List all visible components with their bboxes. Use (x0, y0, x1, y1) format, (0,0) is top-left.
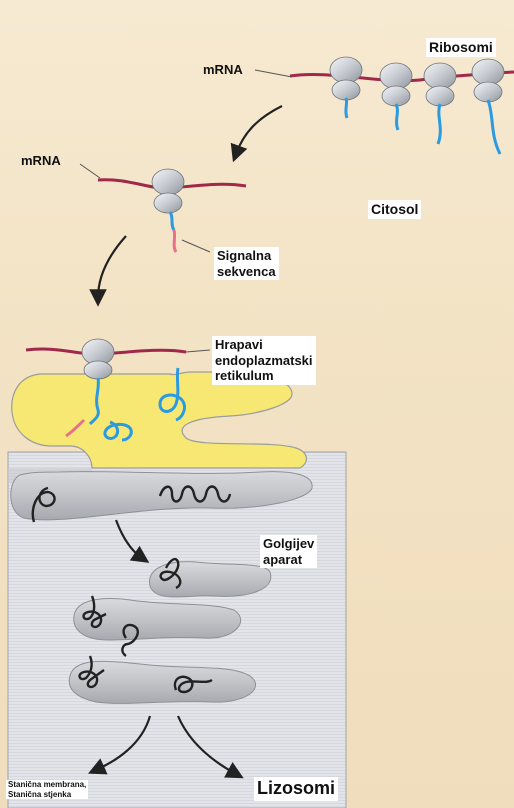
ribosome-4 (472, 59, 504, 154)
arrow-mrna-to-ribosome (236, 106, 282, 154)
ribosome-group (330, 57, 504, 154)
arrow-ribosome-to-er (98, 236, 126, 298)
label-cytosol: Citosol (368, 200, 421, 219)
label-membrane-wall: Stanična membrana, Stanična stjenka (6, 780, 88, 799)
label-ribosomes: Ribosomi (426, 38, 496, 57)
leader-line-rer (186, 350, 210, 352)
ribosome-single (152, 169, 184, 252)
ribosome-er (82, 339, 114, 379)
ribosome-3 (424, 63, 456, 144)
label-golgi: Golgijev aparat (260, 535, 317, 568)
ribosome-1 (330, 57, 362, 118)
label-rough-er: Hrapavi endoplazmatski retikulum (212, 336, 316, 385)
leader-line-mrna-top (255, 70, 292, 77)
label-lysosomes: Lizosomi (254, 777, 338, 801)
leader-line-mrna-middle (80, 164, 100, 178)
label-signal-sequence: Signalna sekvenca (214, 247, 279, 280)
ribosome-2 (380, 63, 412, 130)
label-mrna-middle: mRNA (18, 152, 64, 170)
label-mrna-top: mRNA (200, 61, 246, 79)
leader-line-signal (182, 240, 210, 252)
